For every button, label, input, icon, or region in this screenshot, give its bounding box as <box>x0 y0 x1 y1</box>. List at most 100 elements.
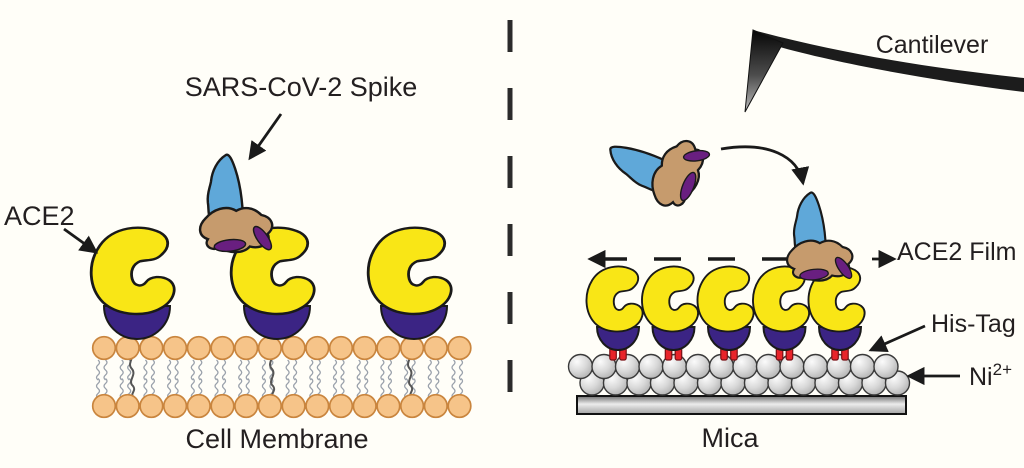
lipid-head <box>115 335 140 361</box>
lipid-tail <box>221 359 227 381</box>
lipid-head <box>210 335 235 361</box>
label-cantilever: Cantilever <box>876 31 989 59</box>
lipid-head <box>91 335 117 361</box>
ace2-receptor <box>366 226 453 316</box>
left-panel: SARS-CoV-2 Spike ACE2 Cell Membrane <box>4 72 472 454</box>
lipid-tail <box>292 359 298 381</box>
lipid-head <box>352 393 377 419</box>
lipid-head <box>328 335 354 361</box>
lipid-tail <box>150 359 156 381</box>
lipid-tail <box>245 359 250 381</box>
lipid-tail <box>198 359 203 381</box>
lipid-head <box>234 393 259 419</box>
cantilever-beam <box>753 30 1024 92</box>
ace2-dome <box>379 305 449 340</box>
lipid-tail <box>458 359 464 381</box>
lipid-tail <box>143 359 148 381</box>
ni-sphere <box>873 353 899 380</box>
ace2-dome <box>102 305 172 340</box>
lipid-head <box>281 393 306 419</box>
ace2-film-domes <box>595 326 863 351</box>
lipid-tail <box>435 359 440 381</box>
lipid-head <box>423 393 448 419</box>
lipid-head <box>139 393 164 419</box>
lipid-head <box>305 393 330 419</box>
lipid-head <box>399 393 425 419</box>
label-mica: Mica <box>701 423 759 453</box>
label-his-tag: His-Tag <box>931 310 1016 338</box>
ace2-pointer-arrow <box>63 227 99 254</box>
lipid-head <box>352 335 377 361</box>
his-tag-pointer-arrow <box>868 324 926 353</box>
lipid-tail <box>119 359 124 381</box>
ace2-receptor <box>696 265 755 333</box>
ni-sphere <box>849 353 876 380</box>
ni-sphere <box>567 353 594 380</box>
lipid-tail <box>364 359 369 381</box>
lipid-head <box>328 393 354 419</box>
lipid-head <box>162 393 188 419</box>
lipid-head-row-bottom <box>91 393 472 419</box>
mica-substrate <box>576 395 907 415</box>
lipid-head <box>376 393 401 419</box>
lipid-tail <box>332 359 338 381</box>
ni-sphere <box>685 353 711 380</box>
ace2-receptor <box>89 226 176 316</box>
ni-sphere <box>614 353 641 380</box>
ni-sphere <box>802 353 829 380</box>
spike-protein-bound-right <box>786 191 856 283</box>
lipid-head <box>257 393 283 419</box>
lipid-head <box>281 335 306 361</box>
ni-superscript-text: 2+ <box>993 360 1012 379</box>
ace2-dome <box>651 326 696 351</box>
cantilever <box>744 29 1024 113</box>
lipid-tail <box>340 359 345 381</box>
ace2-dome <box>242 305 312 340</box>
lipid-tail <box>411 359 416 381</box>
cantilever-tip <box>744 29 784 113</box>
ace2-dome <box>762 326 807 351</box>
ace2-transmembrane-domes <box>102 305 449 340</box>
ace2-dome <box>706 326 752 351</box>
lipid-tail <box>190 359 195 381</box>
lipid-tail <box>427 359 432 381</box>
lipid-head <box>115 393 140 419</box>
approach-curved-arrow <box>720 145 810 186</box>
ni-sphere <box>638 353 664 380</box>
label-cell-membrane: Cell Membrane <box>185 424 368 454</box>
lipid-tail <box>380 359 385 381</box>
lipid-head <box>305 335 330 361</box>
lipid-tail <box>316 359 321 381</box>
lipid-head <box>210 393 235 419</box>
lipid-head-row-top <box>91 335 472 361</box>
lipid-tail <box>238 359 243 381</box>
lipid-head <box>186 335 211 361</box>
lipid-head <box>91 393 117 419</box>
lipid-tail <box>451 359 456 381</box>
lipid-tail <box>387 359 393 381</box>
lipid-tail <box>95 359 101 381</box>
lipid-tail <box>261 359 267 381</box>
ace2-receptor <box>585 265 644 333</box>
lipid-head <box>234 335 259 361</box>
lipid-tail <box>285 359 290 381</box>
lipid-head <box>162 335 188 361</box>
ace2-dome <box>595 326 641 351</box>
lipid-head <box>186 393 211 419</box>
spike-pointer-arrow <box>248 113 283 161</box>
lipid-tail <box>166 359 172 381</box>
lipid-tail <box>174 359 179 381</box>
lipid-tail <box>309 359 314 381</box>
spike-protein-bound-left <box>198 153 276 255</box>
spike-protein-floating <box>597 107 716 217</box>
lipid-head <box>257 335 283 361</box>
lipid-head <box>423 335 448 361</box>
lipid-tail <box>403 359 409 381</box>
ace2-dome <box>817 326 863 351</box>
label-sars-cov-2-spike: SARS-CoV-2 Spike <box>185 72 418 102</box>
lipid-head <box>447 393 472 419</box>
ni-base-text: Ni <box>969 363 993 391</box>
lipid-head <box>447 335 472 361</box>
